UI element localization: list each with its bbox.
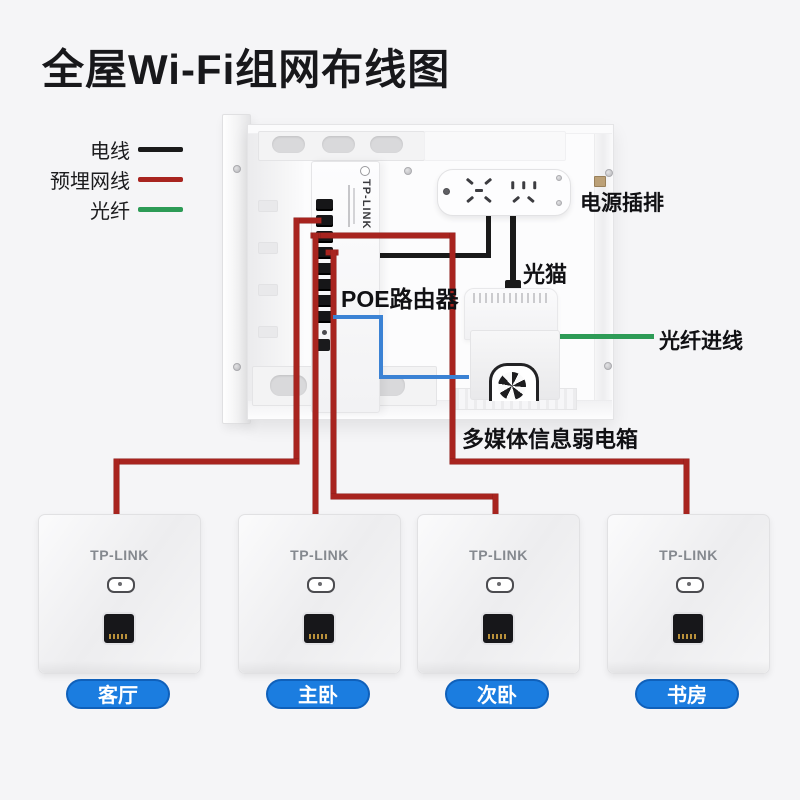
rail-slot	[272, 136, 305, 153]
ethernet-pins	[108, 634, 129, 639]
power-wire-modem	[510, 210, 516, 288]
wire-second-v2	[493, 494, 498, 516]
wire-livingroom-v1	[294, 218, 299, 464]
strip-screw	[556, 175, 562, 181]
room-label-livingroom: 客厅	[66, 679, 170, 709]
room-label-second: 次卧	[445, 679, 549, 709]
router-port-8	[316, 311, 333, 323]
rail-slot	[370, 136, 403, 153]
screw	[404, 167, 412, 175]
wall-ap-panel-second: TP-LINK	[417, 514, 580, 674]
label-fiber-inlet: 光纤进线	[659, 330, 743, 353]
panel-led-button	[485, 577, 514, 593]
wire-lan-blue-h1	[333, 315, 383, 319]
socket-five-hole	[506, 172, 542, 210]
knockout-mark	[258, 326, 278, 338]
router-model-marks	[353, 188, 355, 224]
fan-icon	[498, 372, 526, 400]
wire-master-v1	[313, 233, 318, 516]
knockout-mark	[258, 200, 278, 212]
router-led	[322, 330, 327, 335]
legend-label-network: 预埋网线	[50, 170, 130, 193]
router-port-7	[316, 295, 333, 307]
ethernet-port	[103, 614, 134, 643]
router-brand-label: TP-LINK	[360, 179, 372, 230]
power-wire-router-horizontal	[374, 253, 491, 258]
legend-item-electric: 电线	[30, 137, 183, 163]
knockout-mark	[258, 242, 278, 254]
wire-fiber-green	[552, 334, 654, 339]
wire-livingroom-h1	[294, 218, 321, 223]
ethernet-pins	[308, 634, 329, 639]
rail-slot	[322, 136, 355, 153]
strip-screw	[556, 200, 562, 206]
panel-brand-logo: TP-LINK	[659, 547, 718, 563]
ethernet-port	[672, 614, 703, 643]
legend-swatch-electric-line	[138, 146, 183, 152]
wall-ap-panel-master: TP-LINK	[238, 514, 401, 674]
router-logo-icon	[360, 166, 370, 176]
panel-led-button	[306, 577, 335, 593]
label-optical-modem: 光猫	[523, 262, 568, 287]
strip-screw	[443, 188, 450, 195]
screw	[604, 362, 612, 370]
ethernet-port	[482, 614, 513, 643]
wire-study-h1	[321, 233, 455, 238]
legend-label-fiber: 光纤	[90, 200, 130, 223]
legend-swatch-network-line	[138, 176, 183, 182]
box-top-rail-right	[424, 131, 566, 161]
legend-label-electric: 电线	[90, 140, 130, 163]
wire-livingroom-h2	[114, 459, 299, 464]
router-port-1	[316, 199, 333, 211]
label-power-strip: 电源插排	[580, 192, 664, 215]
room-label-master: 主卧	[266, 679, 370, 709]
room-label-study: 书房	[635, 679, 739, 709]
router-port-5	[316, 263, 333, 275]
wire-study-v2	[684, 459, 689, 516]
router-port-6	[316, 279, 333, 291]
modem-vents	[473, 293, 547, 303]
wire-livingroom-v2	[114, 459, 119, 516]
screw	[233, 363, 241, 371]
rail-slot	[270, 375, 307, 396]
legend-swatch-fiber-line	[138, 206, 183, 212]
power-plug-connector	[505, 280, 521, 290]
panel-led-button	[675, 577, 704, 593]
screw	[233, 165, 241, 173]
box-right-inner-wall	[594, 125, 613, 417]
wall-ap-panel-livingroom: TP-LINK	[38, 514, 201, 674]
wire-lan-blue-h2	[379, 375, 469, 379]
panel-led-button	[106, 577, 135, 593]
panel-brand-logo: TP-LINK	[469, 547, 528, 563]
panel-brand-logo: TP-LINK	[290, 547, 349, 563]
legend-item-network: 预埋网线	[30, 167, 183, 193]
router-dc-jack	[316, 339, 330, 351]
box-latch	[594, 176, 606, 187]
power-strip	[437, 169, 571, 216]
label-poe-router: POE路由器	[341, 286, 459, 312]
wire-second-h2	[331, 494, 498, 499]
wire-second-v1	[331, 250, 336, 499]
screw	[605, 169, 613, 177]
knockout-mark	[258, 284, 278, 296]
ethernet-pins	[487, 634, 508, 639]
power-wire-router-vertical	[486, 210, 491, 258]
socket-five-hole	[462, 172, 498, 210]
page-title: 全屋Wi-Fi组网布线图	[42, 46, 451, 93]
wire-study-v1	[450, 233, 455, 464]
modem-fan-grille	[489, 363, 539, 401]
ethernet-pins	[677, 634, 698, 639]
wall-ap-panel-study: TP-LINK	[607, 514, 770, 674]
wire-study-h2	[450, 459, 689, 464]
wire-lan-blue-v1	[379, 315, 383, 379]
panel-brand-logo: TP-LINK	[90, 547, 149, 563]
label-weak-current-box: 多媒体信息弱电箱	[462, 427, 639, 452]
legend-item-fiber: 光纤	[30, 197, 183, 223]
router-model-marks	[348, 185, 350, 227]
ethernet-port	[303, 614, 334, 643]
